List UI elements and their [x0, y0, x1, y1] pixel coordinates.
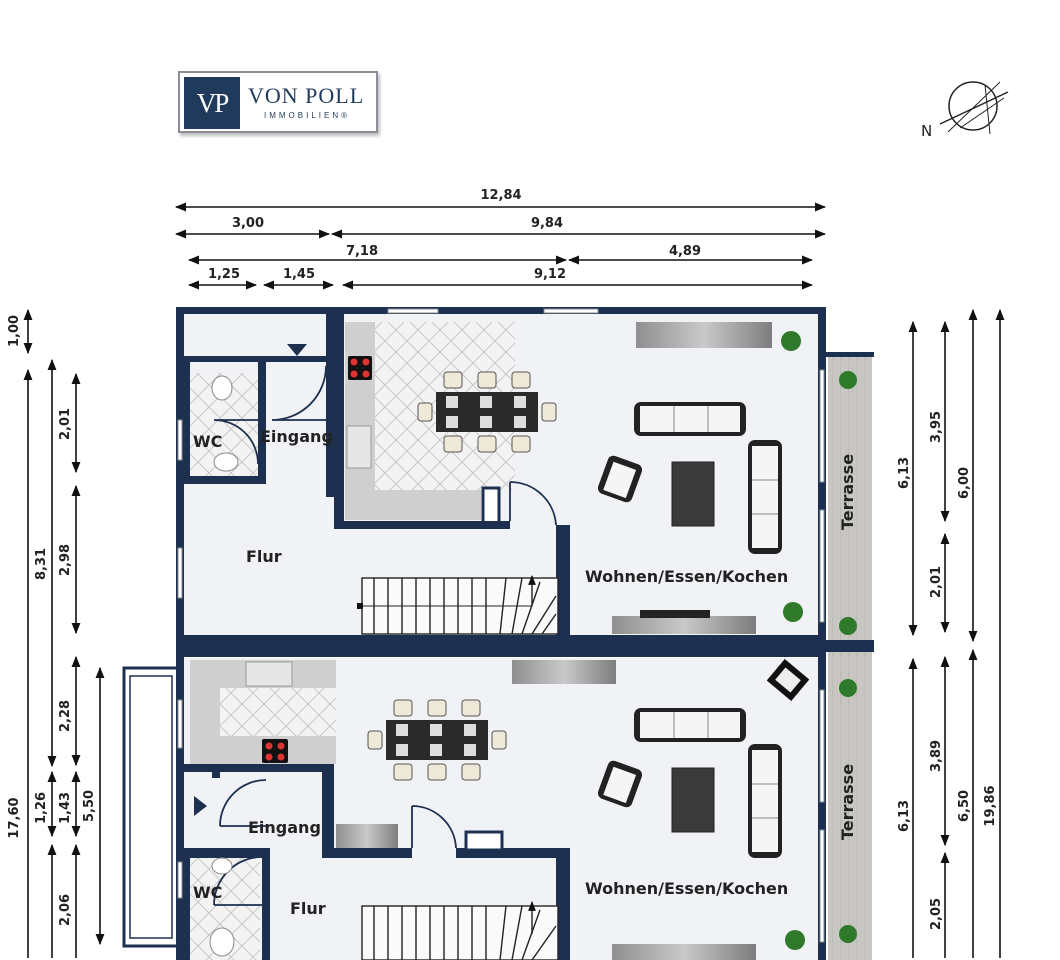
- sofa-2: [634, 708, 782, 858]
- entry-arrow-1-icon: [287, 344, 307, 356]
- dim-top-e: 1,25: [208, 267, 240, 282]
- room-label-eingang-1: Eingang: [260, 427, 333, 446]
- dim-left-j: 2,06: [58, 894, 73, 926]
- logo-name: VON POLL: [248, 83, 365, 108]
- sofa-1: [634, 402, 782, 554]
- room-label-wohnen-2: Wohnen/Essen/Kochen: [585, 879, 788, 898]
- entry-arrow-2-icon: [194, 796, 207, 816]
- logo: VP VON POLL IMMOBILIEN®: [178, 71, 378, 133]
- sink-1-icon: [346, 425, 372, 469]
- terrace-1: [828, 355, 872, 640]
- dim-right-g: 6,50: [957, 790, 972, 822]
- cooktop-2-icon: [262, 739, 288, 763]
- dim-left-h: 2,28: [58, 700, 73, 732]
- north-label: N: [921, 122, 932, 140]
- terrace-2: [828, 652, 872, 960]
- dim-left-f: 1,26: [34, 792, 49, 824]
- armchair-2: [597, 760, 643, 808]
- dim-left-d: 2,98: [58, 544, 73, 576]
- dim-left-a: 1,00: [7, 315, 22, 347]
- dim-left-i: 5,50: [82, 790, 97, 822]
- dim-right-b: 3,95: [929, 411, 944, 443]
- kitchen-1-counter-bottom: [345, 490, 481, 520]
- dim-top-total: 12,84: [480, 188, 521, 203]
- doors-unit-1: [213, 365, 557, 526]
- tv-board-1: [612, 616, 756, 634]
- wc-2-fixtures: [209, 857, 235, 957]
- room-label-wc-1: WC: [193, 432, 222, 451]
- dim-top-f: 1,45: [283, 267, 315, 282]
- dim-left-e: 17,60: [7, 797, 22, 838]
- armchair-1: [597, 455, 643, 503]
- dim-top-c: 7,18: [346, 244, 378, 259]
- dim-left-g: 1,43: [58, 792, 73, 824]
- room-label-eingang-2: Eingang: [248, 818, 321, 837]
- dim-left-c: 2,01: [58, 408, 73, 440]
- dim-left-b: 8,31: [34, 548, 49, 580]
- staircase-1: [361, 575, 559, 635]
- kitchen-2-tiles: [220, 688, 336, 736]
- staircase-2: [361, 901, 559, 960]
- compass-icon: [939, 81, 1009, 135]
- dining-table-2: [367, 699, 507, 781]
- room-label-flur-2: Flur: [290, 899, 326, 918]
- coffee-table-2: [671, 767, 715, 833]
- sideboard-1: [636, 322, 772, 348]
- tv-board-2: [612, 944, 756, 960]
- walls: [176, 307, 826, 960]
- logo-mark: VP: [184, 77, 240, 129]
- plant-icon: [781, 331, 857, 950]
- room-label-wohnen-1: Wohnen/Essen/Kochen: [585, 567, 788, 586]
- dim-right-a: 6,13: [897, 457, 912, 489]
- coffee-table-1: [671, 461, 715, 527]
- dim-top-b: 9,84: [531, 216, 563, 231]
- lamp-2: [766, 658, 810, 702]
- dim-right-h: 19,86: [983, 785, 998, 826]
- sink-2-icon: [245, 661, 293, 687]
- dim-right-d: 2,01: [929, 566, 944, 598]
- dim-top-d: 4,89: [669, 244, 701, 259]
- room-label-terrasse-2: Terrasse: [838, 764, 857, 840]
- doors-unit-2: [213, 779, 457, 906]
- dining-table-1: [417, 371, 557, 453]
- room-label-wc-2: WC: [193, 883, 222, 902]
- dim-right-f: 3,89: [929, 740, 944, 772]
- dim-top-a: 3,00: [232, 216, 264, 231]
- dim-right-i: 2,05: [929, 898, 944, 930]
- dim-right-e: 6,13: [897, 800, 912, 832]
- sideboard-2: [512, 660, 616, 684]
- dim-top-g: 9,12: [534, 267, 566, 282]
- logo-sub: IMMOBILIEN®: [264, 111, 351, 120]
- entrance-canopy: [122, 666, 180, 948]
- room-label-terrasse-1: Terrasse: [838, 454, 857, 530]
- dim-right-c: 6,00: [957, 467, 972, 499]
- room-label-flur-1: Flur: [246, 547, 282, 566]
- wc-1-fixtures: [211, 375, 239, 472]
- cabinet-2: [336, 824, 398, 848]
